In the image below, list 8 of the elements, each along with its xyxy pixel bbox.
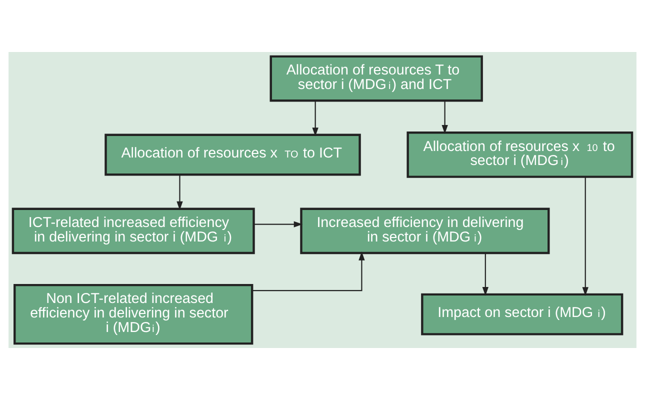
arrow (252, 251, 365, 292)
arrow (482, 253, 488, 296)
arrow (254, 221, 303, 228)
node-box: Non ICT-related increased efficiency in delivering in sector i (MDGi) (14, 284, 254, 345)
arrow (582, 176, 588, 296)
arrow (442, 100, 448, 134)
arrow (176, 174, 183, 210)
arrow (312, 100, 318, 136)
